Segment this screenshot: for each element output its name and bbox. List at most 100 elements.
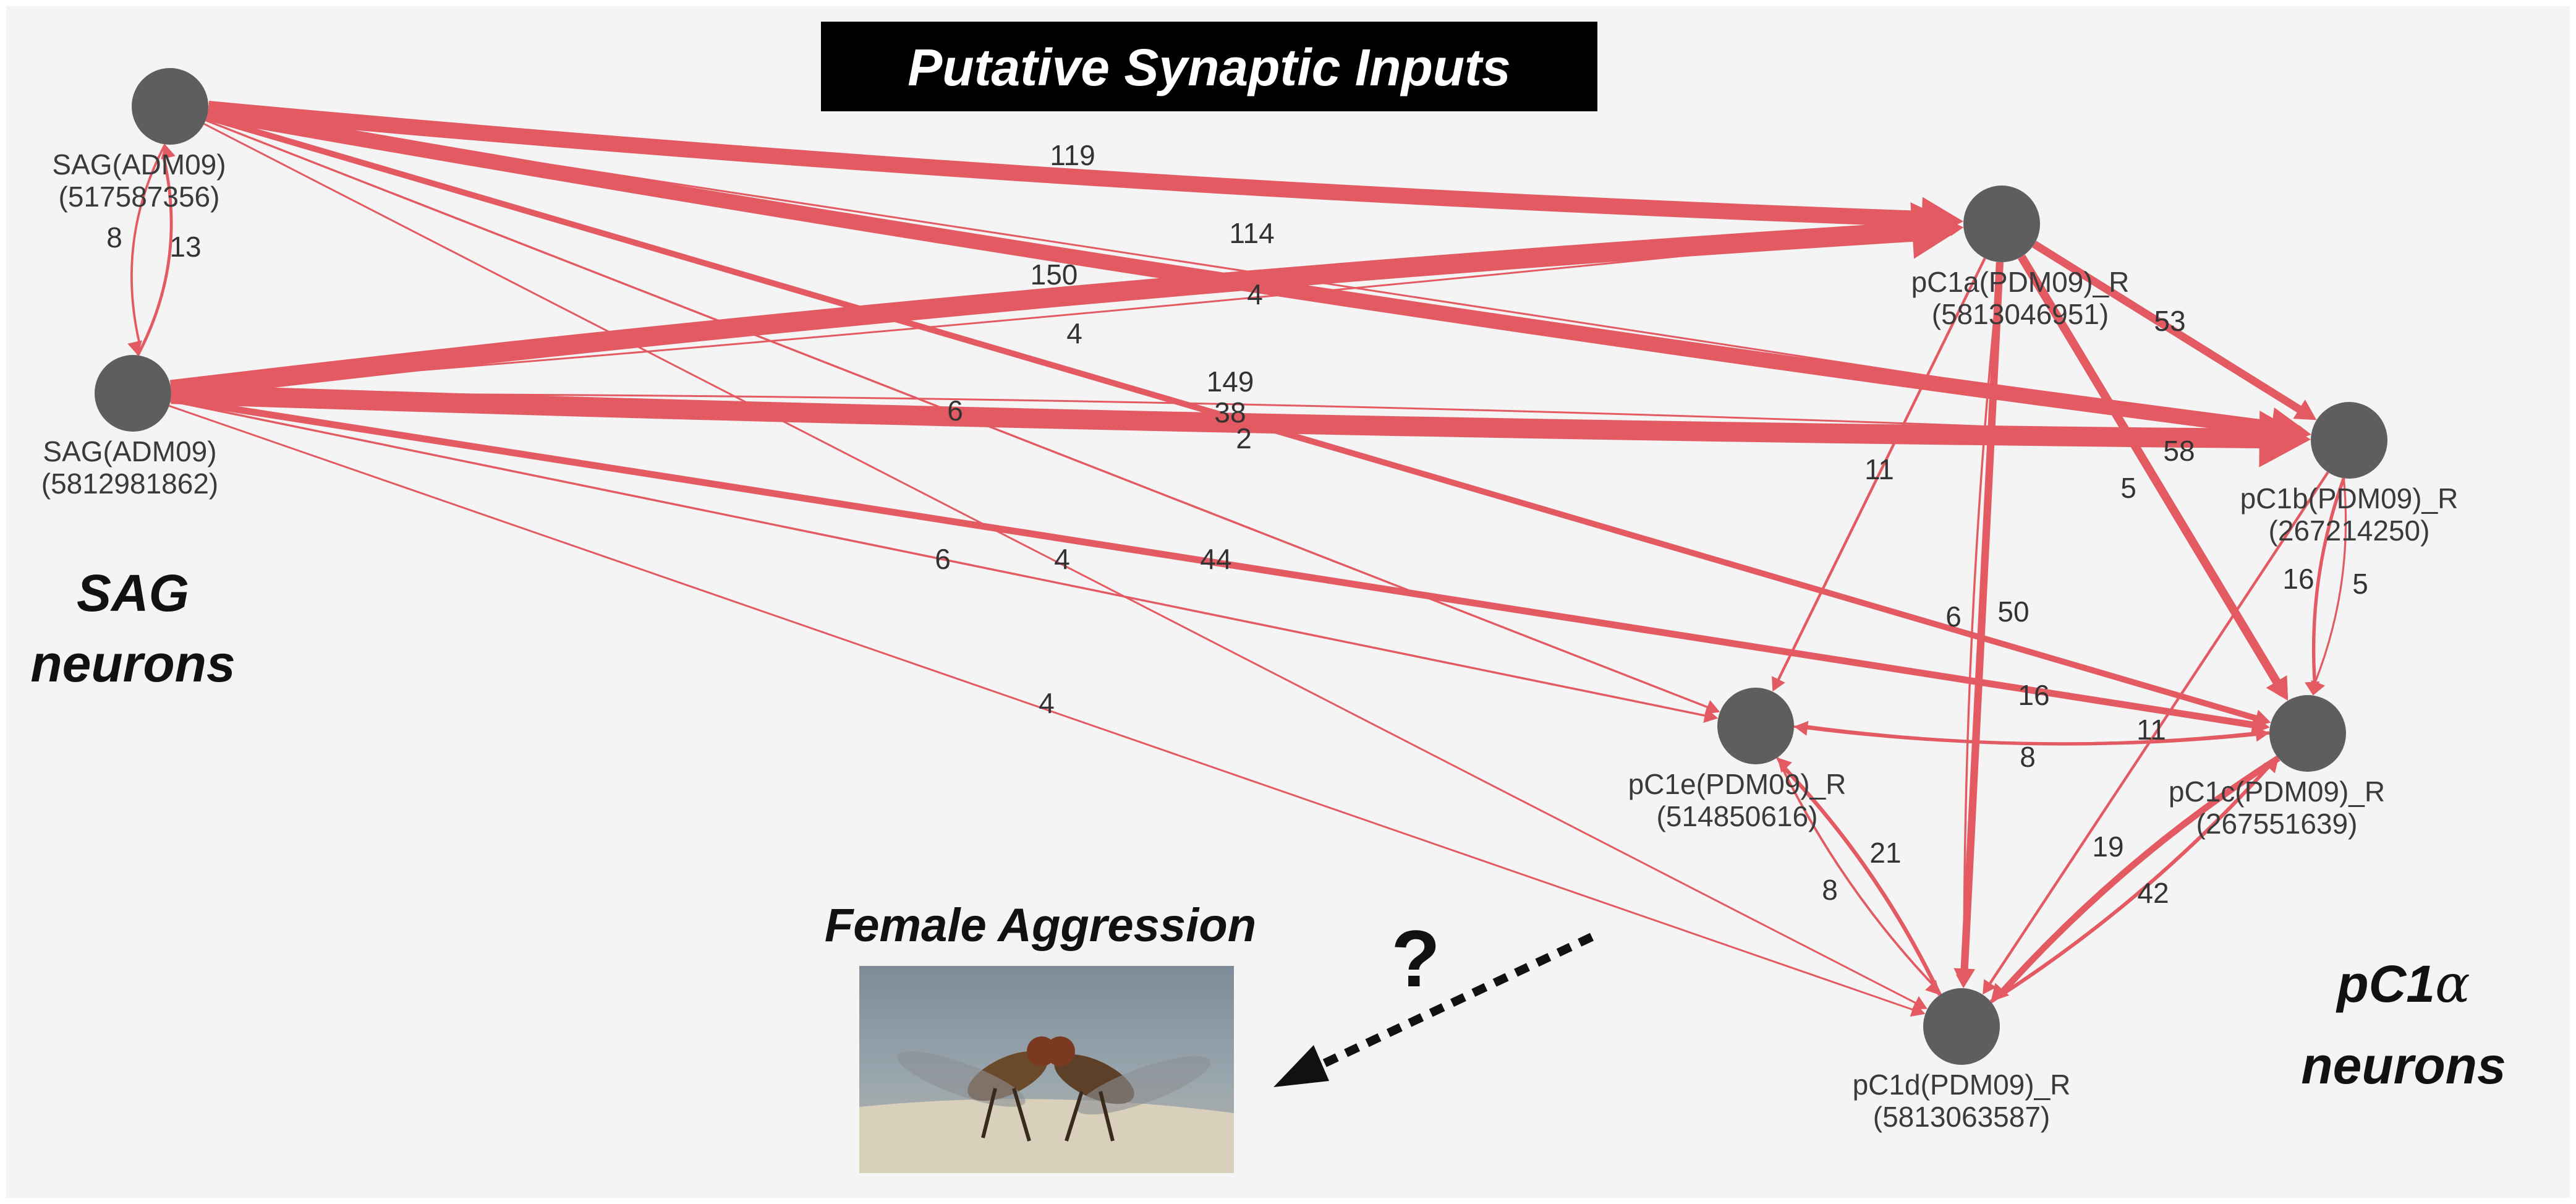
edge-weight-label: 2 — [1236, 422, 1252, 455]
edge-arrowhead — [161, 144, 176, 160]
edge-line — [171, 393, 2299, 440]
edge-arrowhead — [2311, 680, 2325, 696]
node-sag1: SAG(ADM09)(517587356) — [52, 68, 226, 213]
edge-weight-label: 5 — [2120, 472, 2136, 504]
edge-weight-label: 21 — [1869, 837, 1901, 869]
edge-pc1e-pc1c — [1793, 725, 2270, 745]
node-pc1a: pC1a(PDM09)_R(5813046951) — [1911, 186, 2130, 330]
node-name: pC1e(PDM09)_R — [1628, 768, 1847, 800]
edge-weight-label: 6 — [1945, 600, 1962, 633]
node-name: pC1c(PDM09)_R — [2169, 775, 2385, 808]
edge-arrowhead — [1772, 676, 1785, 692]
edge-weight-label: 13 — [169, 231, 201, 263]
edge-weight-label: 44 — [1200, 543, 1231, 575]
node-name: pC1d(PDM09)_R — [1853, 1069, 2071, 1101]
sag-group-line2: neurons — [30, 634, 235, 693]
edge-line — [205, 119, 1709, 709]
sag-group-label: SAG neurons — [30, 564, 235, 693]
edge-arrowhead — [2255, 727, 2270, 742]
node-id: (514850616) — [1657, 800, 1818, 832]
node-name: pC1b(PDM09)_R — [2240, 482, 2459, 514]
edge-line — [1777, 257, 1986, 681]
photo-title: Female Aggression — [825, 899, 1256, 952]
edge-arrowhead — [2274, 685, 2289, 701]
edge-weight-label: 5 — [2352, 568, 2368, 600]
edge-line — [206, 114, 2258, 722]
edge-line — [171, 227, 1952, 391]
sag-group-line1: SAG — [77, 564, 189, 622]
edge-arrowhead — [1983, 979, 1997, 995]
pc1-group-prefix: pC1 — [2336, 955, 2435, 1013]
edge-weight-label: 11 — [1864, 453, 1894, 485]
edge-weight-label: 150 — [1031, 258, 1078, 291]
edge-pc1a-pc1c — [2020, 256, 2289, 701]
node-layer: SAG(ADM09)(517587356) SAG(ADM09)(58129818… — [41, 68, 2459, 1133]
edge-line — [1776, 757, 1934, 986]
edge-weight-label: 11 — [2136, 714, 2166, 746]
edge-weight-label: 8 — [1822, 874, 1838, 906]
edge-line — [2311, 477, 2345, 684]
edge-weight-label: 119 — [1050, 139, 1095, 171]
edge-weight-label: 4 — [1039, 687, 1055, 719]
edge-weight-label: 16 — [2282, 563, 2314, 595]
edge-pc1a-pc1b — [2032, 241, 2317, 421]
edge-weight-label: 4 — [1054, 543, 1070, 575]
edge-weight-label: 4 — [1247, 278, 1263, 310]
female-aggression-panel: Female Aggression — [825, 899, 1594, 1173]
edge-arrowhead — [2297, 431, 2311, 446]
node-circle — [1963, 186, 2040, 262]
node-pc1c: pC1c(PDM09)_R(267551639) — [2169, 695, 2385, 840]
edge-pc1d-pc1e — [1777, 758, 1942, 996]
edge-line — [1989, 764, 2271, 1004]
edge-pc1a-pc1e — [1772, 257, 1986, 692]
edge-line — [130, 143, 166, 344]
node-circle — [1717, 688, 1794, 764]
edge-line — [208, 111, 2300, 434]
node-circle — [95, 355, 171, 432]
node-id: (5813046951) — [1932, 298, 2109, 330]
edge-line — [1988, 471, 2329, 985]
node-id: (517587356) — [59, 181, 220, 213]
edge-line — [1782, 766, 1942, 996]
banner-box — [821, 22, 1597, 111]
alpha-glyph: α — [2435, 954, 2470, 1014]
edge-weight-label: 19 — [2092, 830, 2123, 863]
edge-sag2-pc1b — [171, 393, 2311, 446]
node-circle — [2311, 402, 2387, 479]
edge-weight-label: 16 — [2018, 679, 2049, 711]
edge-weight-label: 8 — [106, 221, 122, 254]
edge-weight-label: 6 — [947, 395, 963, 427]
question-mark: ? — [1391, 913, 1440, 1004]
edge-line — [136, 156, 173, 356]
edge-sag2-pc1d — [169, 404, 1926, 1017]
edge-weight-label: 114 — [1229, 217, 1274, 249]
edge-line — [203, 122, 1917, 1004]
edge-line — [2020, 256, 2283, 691]
node-id: (267551639) — [2196, 808, 2358, 840]
edge-weight-label: 38 — [1214, 396, 1246, 429]
node-sag2: SAG(ADM09)(5812981862) — [41, 355, 218, 500]
canvas-background — [6, 6, 2570, 1198]
edge-line — [2313, 478, 2347, 684]
edge-weight-label: 6 — [935, 543, 951, 575]
node-pc1d: pC1d(PDM09)_R(5813063587) — [1853, 988, 2071, 1133]
node-circle — [2269, 695, 2346, 772]
dotted-arrow — [1273, 933, 1594, 1087]
edge-line — [1963, 262, 2001, 976]
edge-arrowhead — [1777, 758, 1792, 773]
edge-line — [2032, 241, 2303, 414]
node-pc1e: pC1e(PDM09)_R(514850616) — [1628, 688, 1847, 832]
edge-arrowhead — [1910, 1002, 1926, 1017]
edge-line — [2000, 755, 2281, 994]
node-pc1b: pC1b(PDM09)_R(267214250) — [2240, 402, 2459, 547]
edge-line — [169, 404, 1915, 1011]
edge-arrowhead — [1703, 708, 1719, 723]
edge-pc1b-pc1d — [1983, 471, 2329, 995]
edge-arrowhead — [1949, 221, 1964, 236]
edge-arrowhead — [1925, 980, 1940, 995]
node-name: pC1a(PDM09)_R — [1911, 266, 2130, 298]
pc1-group-label: pC1α neurons — [2301, 954, 2506, 1095]
pc1-group-line1: pC1α — [2336, 954, 2470, 1014]
